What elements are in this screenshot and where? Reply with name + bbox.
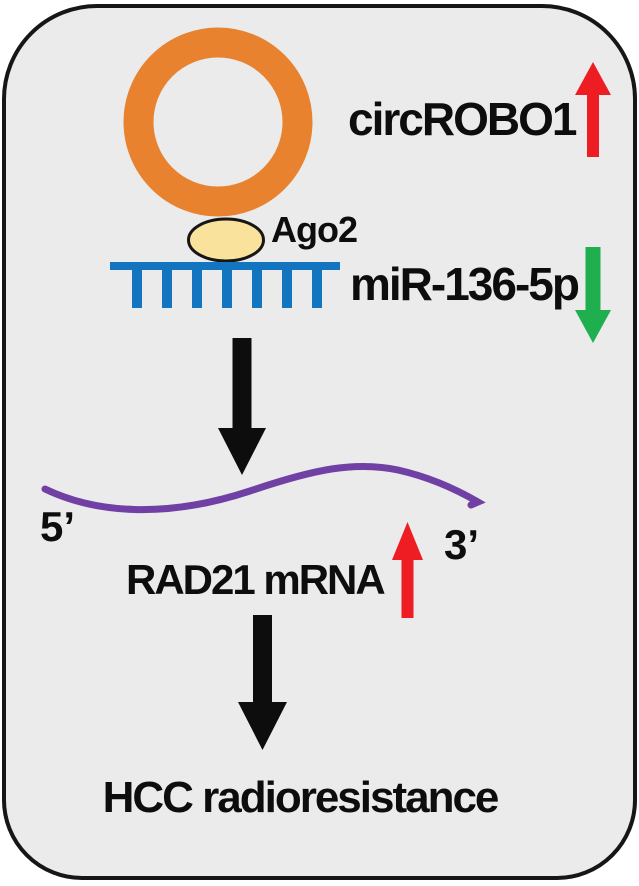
up-arrow-red-icon (575, 62, 611, 157)
down-arrow-black-icon (238, 615, 287, 750)
mirna-comb-icon (110, 262, 340, 308)
circrna-ring-icon (123, 27, 313, 217)
outcome-label: HCC radioresistance (102, 773, 500, 822)
five-prime-label: 5’ (40, 503, 76, 550)
down-arrow-black-icon (218, 338, 266, 475)
mrna-label: RAD21 mRNA (126, 556, 386, 603)
three-prime-label: 3’ (444, 521, 480, 568)
circrna-label: circROBO1 (348, 93, 577, 145)
mirna-label: miR-136-5p (350, 258, 580, 310)
ago2-protein-icon (187, 217, 265, 263)
mrna-wave-icon (41, 462, 486, 514)
up-arrow-red-icon (392, 522, 423, 618)
ago2-label: Ago2 (271, 209, 358, 250)
mirna-comb-teeth (132, 266, 322, 308)
down-arrow-green-icon (575, 247, 611, 343)
figure-panel (2, 4, 637, 880)
